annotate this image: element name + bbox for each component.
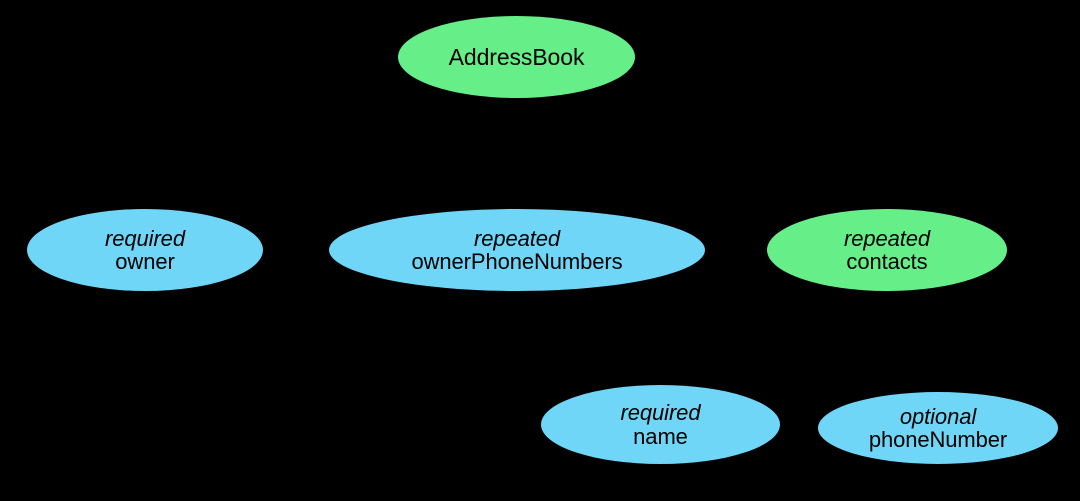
node-contacts[interactable]: repeated contacts [767,209,1007,291]
node-addressbook[interactable]: AddressBook [398,16,635,98]
node-phonenumber-qualifier: optional [899,403,977,429]
node-addressbook-label: AddressBook [448,43,585,70]
node-name[interactable]: required name [541,385,780,464]
node-name-label: name [633,423,688,449]
node-owner-label: owner [115,249,175,274]
node-contacts-label: contacts [846,249,928,274]
node-contacts-qualifier: repeated [843,225,931,251]
node-owner[interactable]: required owner [27,209,263,291]
node-phonenumber[interactable]: optional phoneNumber [818,392,1058,464]
node-ownerphonenumbers[interactable]: repeated ownerPhoneNumbers [329,209,705,291]
node-ownerphonenumbers-label: ownerPhoneNumbers [411,249,623,274]
node-owner-qualifier: required [105,225,185,251]
node-phonenumber-label: phoneNumber [868,427,1008,452]
node-name-qualifier: required [620,400,701,426]
node-ownerphonenumbers-qualifier: repeated [473,225,561,251]
